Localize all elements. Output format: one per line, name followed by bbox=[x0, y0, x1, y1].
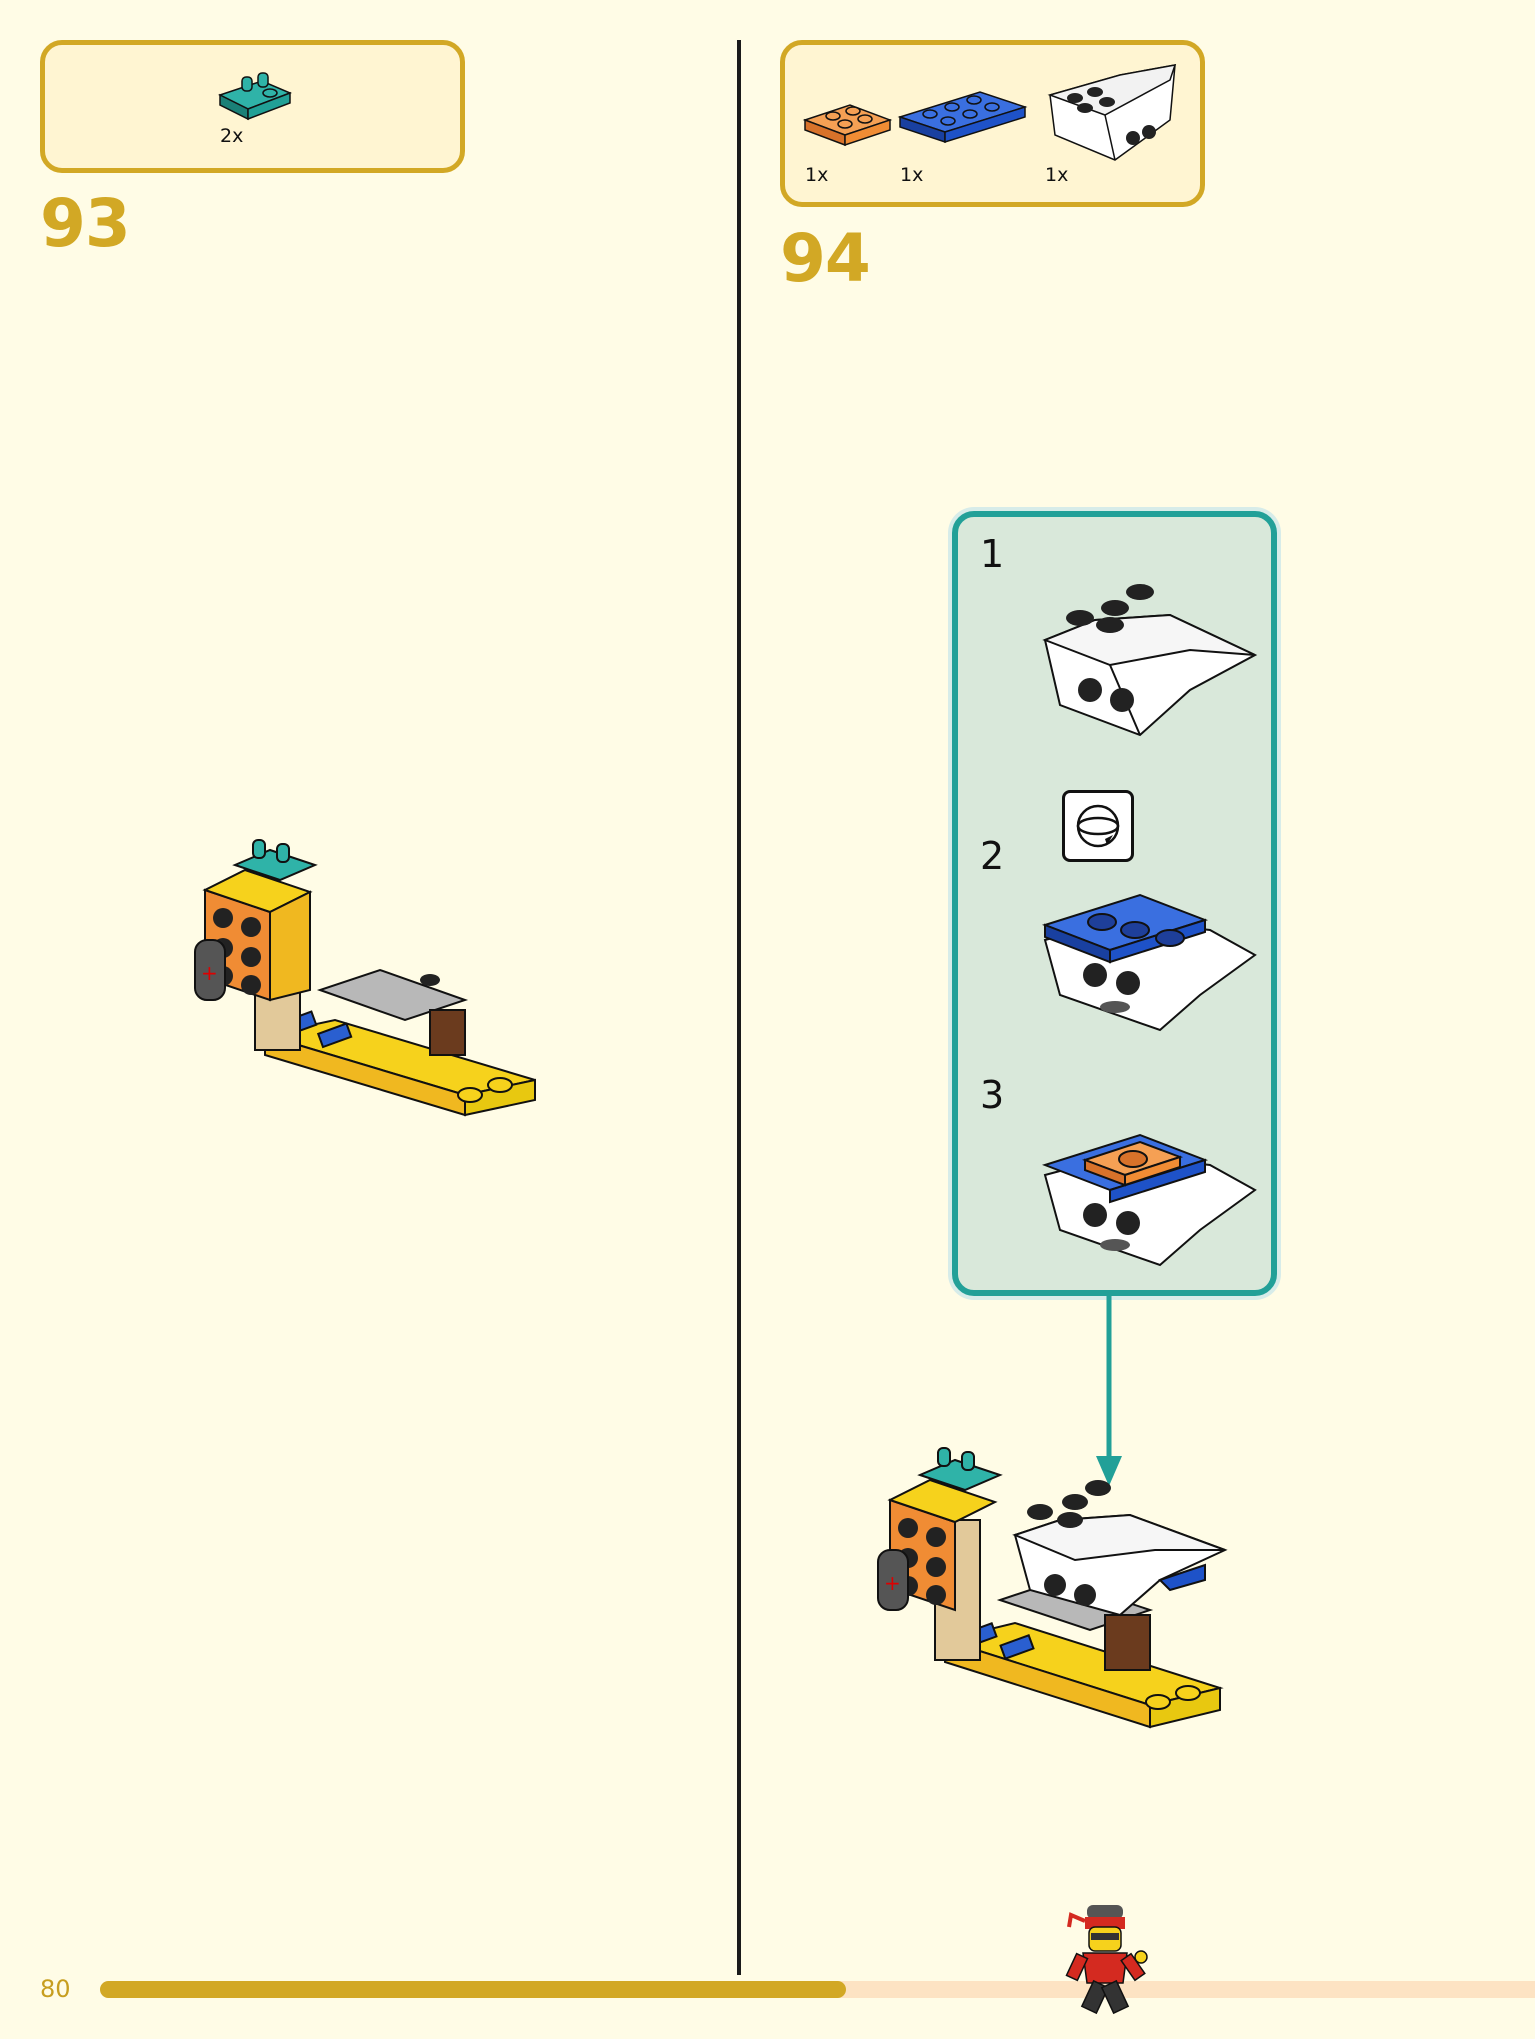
part-qty: 1x bbox=[900, 164, 924, 186]
part-qty: 1x bbox=[1045, 164, 1069, 186]
substep-2-blue-plate-illustration bbox=[1041, 893, 1257, 1032]
ninja-minifigure-icon bbox=[1065, 1905, 1148, 2015]
part-qty: 1x bbox=[805, 164, 829, 186]
step-number: 93 bbox=[40, 185, 131, 262]
substep-1-white-wedge-illustration bbox=[1042, 584, 1258, 737]
parts-callout-94: 1x 1x 1x bbox=[780, 40, 1205, 207]
substep-number: 1 bbox=[980, 532, 1005, 576]
page-number: 80 bbox=[40, 1975, 71, 2003]
model-step-94-illustration: + bbox=[877, 1447, 1228, 1729]
teal-clip-plate-icon bbox=[218, 72, 292, 121]
step-number: 94 bbox=[780, 220, 871, 297]
model-step-93-illustration: + bbox=[194, 839, 536, 1117]
rotate-model-icon bbox=[1062, 790, 1134, 862]
substep-number: 3 bbox=[980, 1073, 1005, 1117]
page-divider bbox=[737, 40, 741, 1975]
progress-bar-fill bbox=[100, 1981, 847, 1998]
blue-2x4-plate-icon bbox=[897, 91, 1028, 144]
white-curved-wedge-icon bbox=[1047, 64, 1177, 161]
parts-callout-93: 2x bbox=[40, 40, 465, 173]
svg-text:+: + bbox=[201, 961, 218, 985]
orange-2x2-plate-icon bbox=[802, 104, 893, 147]
svg-text:+: + bbox=[884, 1571, 901, 1595]
substep-arrow bbox=[1096, 1296, 1122, 1486]
substep-number: 2 bbox=[980, 834, 1005, 878]
substep-3-orange-plate-illustration bbox=[1041, 1133, 1257, 1267]
part-qty: 2x bbox=[220, 125, 244, 147]
